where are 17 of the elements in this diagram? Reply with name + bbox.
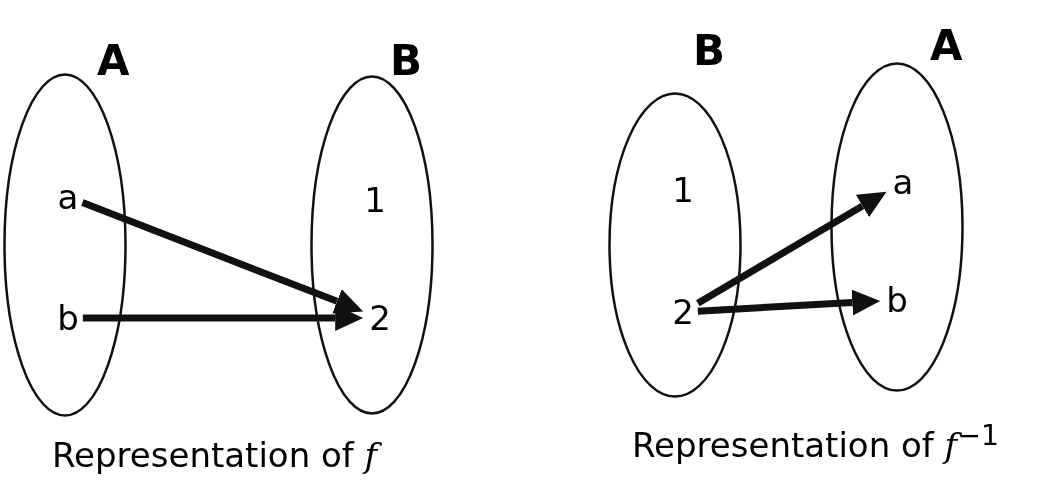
arrow: [697, 289, 881, 316]
caption: Representation of f$^{−1}$: [632, 420, 999, 465]
element-label: b: [886, 283, 908, 317]
set-heading: B: [693, 30, 725, 72]
arrow: [81, 199, 364, 314]
set-heading: A: [97, 40, 130, 82]
element-label: a: [892, 165, 914, 199]
element-label: 2: [672, 295, 694, 329]
element-label: 2: [369, 301, 391, 335]
element-label: 1: [364, 183, 386, 217]
element-label: b: [57, 301, 79, 335]
set-heading: A: [930, 25, 963, 67]
arrow: [82, 305, 364, 331]
element-label: a: [57, 180, 79, 214]
set-heading: B: [390, 40, 422, 82]
element-label: 1: [672, 173, 694, 207]
arrow: [696, 191, 887, 307]
